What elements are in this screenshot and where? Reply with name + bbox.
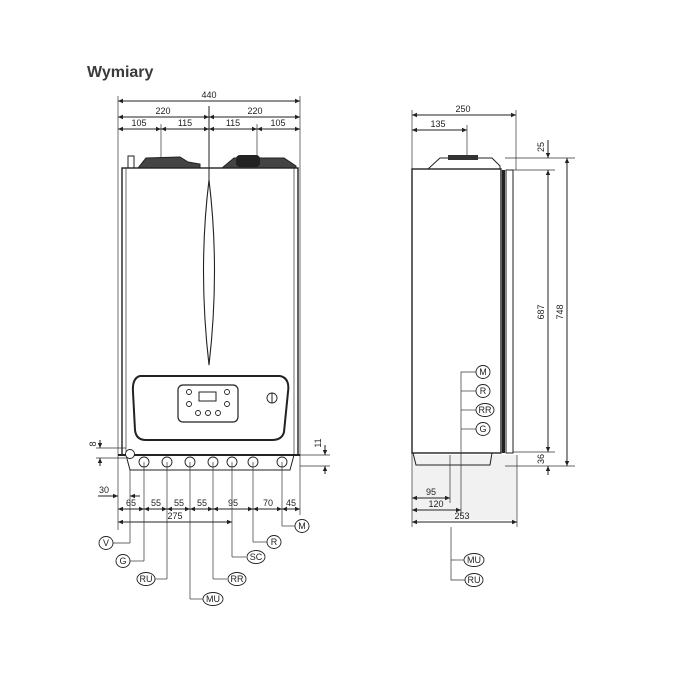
- dim-275: 275: [167, 511, 182, 521]
- dim-105-left: 105: [131, 118, 146, 128]
- label-V: V: [103, 538, 109, 548]
- label-R: R: [271, 537, 278, 547]
- panel-button: [186, 401, 192, 407]
- flue-fittings: [127, 155, 297, 169]
- front-view: 440 220 220 105 115 115 105: [88, 90, 330, 606]
- label-SC: SC: [250, 552, 263, 562]
- panel-button: [195, 410, 201, 416]
- panel-button: [205, 410, 211, 416]
- dim-8: 8: [88, 441, 98, 446]
- dim-687: 687: [536, 304, 546, 319]
- label-G: G: [479, 424, 486, 434]
- side-top-dimensions: 250 135: [412, 104, 516, 158]
- side-view: 250 135 25 687 748 36: [411, 104, 575, 587]
- dim-30: 30: [99, 485, 109, 495]
- panel-button: [215, 410, 221, 416]
- side-right-dimensions: 25 687 748 36: [505, 140, 575, 475]
- dim-36: 36: [536, 454, 546, 464]
- dim-115-left: 115: [178, 118, 192, 128]
- label-MU: MU: [467, 555, 481, 565]
- panel-button: [224, 389, 230, 395]
- dim-45: 45: [286, 498, 296, 508]
- side-lower-connection-labels: MU RU: [450, 527, 485, 587]
- label-G: G: [119, 556, 126, 566]
- dim-120: 120: [428, 499, 443, 509]
- page-title: Wymiary: [87, 64, 154, 81]
- panel-button: [224, 401, 230, 407]
- dim-70: 70: [263, 498, 273, 508]
- dim-55: 55: [151, 498, 161, 508]
- label-M: M: [479, 367, 487, 377]
- label-RR: RR: [479, 405, 492, 415]
- dim-65: 65: [126, 498, 136, 508]
- dim-135: 135: [430, 119, 445, 129]
- dim-250: 250: [455, 104, 470, 114]
- label-RU: RU: [468, 575, 481, 585]
- dim-25: 25: [536, 142, 546, 152]
- dim-115-right: 115: [226, 118, 240, 128]
- front-connection-labels: V G RU MU RR SC R M: [98, 519, 310, 606]
- dim-220-right: 220: [247, 106, 262, 116]
- side-bottom-dimensions: 95 120 253: [412, 453, 517, 525]
- dim-55: 55: [197, 498, 207, 508]
- control-panel: [131, 375, 290, 441]
- front-bottom-dimensions: 30 65 55 55 55 95 70 45 275: [98, 462, 300, 599]
- front-top-dimensions: 440 220 220 105 115 115 105: [118, 90, 300, 132]
- label-M: M: [298, 521, 306, 531]
- label-MU: MU: [206, 594, 220, 604]
- dim-253: 253: [454, 511, 469, 521]
- dim-440: 440: [201, 90, 216, 100]
- dim-220-left: 220: [155, 106, 170, 116]
- label-RU: RU: [140, 574, 153, 584]
- dim-55: 55: [174, 498, 184, 508]
- label-R: R: [480, 386, 487, 396]
- dim-95: 95: [426, 487, 436, 497]
- dim-11: 11: [313, 438, 323, 447]
- dim-95: 95: [228, 498, 238, 508]
- side-upper-connection-labels: M R RR G: [460, 365, 495, 453]
- label-RR: RR: [231, 574, 244, 584]
- dim-105-right: 105: [270, 118, 285, 128]
- dim-748: 748: [555, 304, 565, 319]
- panel-button: [186, 389, 192, 395]
